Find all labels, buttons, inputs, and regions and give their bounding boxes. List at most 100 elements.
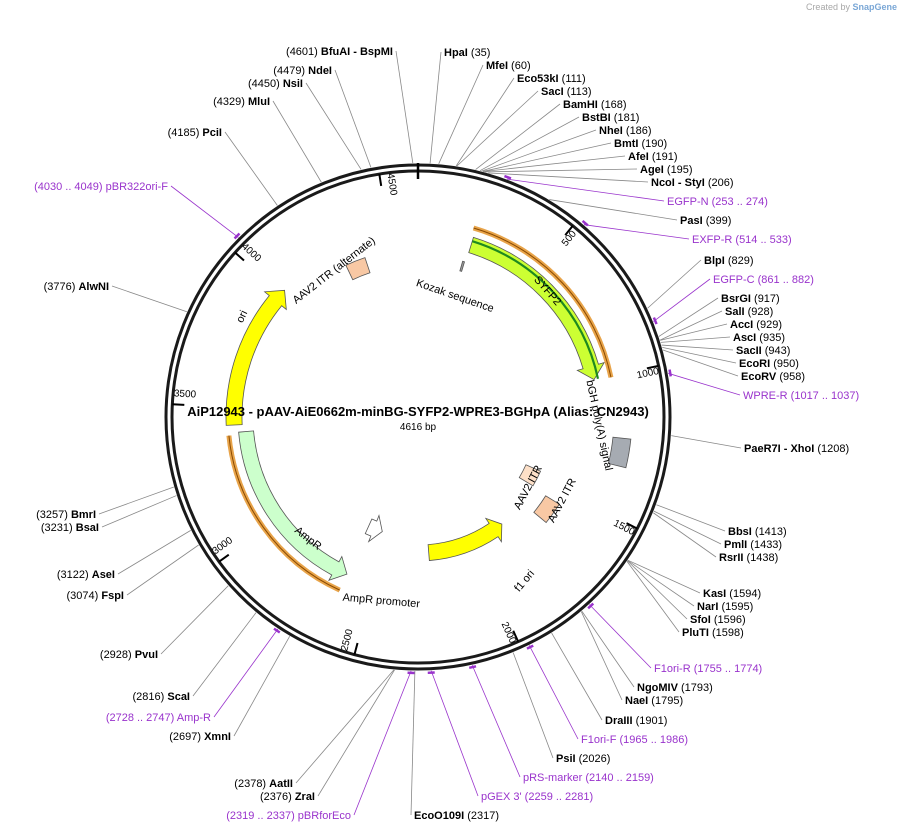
- site-leader-ecori: [662, 346, 737, 364]
- site-leader-blpi: [647, 259, 702, 309]
- site-label-psii: PsiI (2026): [556, 753, 610, 765]
- site-leader-mfei: [438, 64, 484, 165]
- site-leader-sacii: [661, 344, 734, 351]
- feature-syfp2: [468, 236, 606, 381]
- site-label-draiii: DraIII (1901): [605, 715, 667, 727]
- site-leader-bsai: [101, 495, 177, 528]
- site-leader-psii: [512, 652, 554, 759]
- tick-mark: [512, 630, 520, 643]
- site-leader-asei: [117, 530, 191, 575]
- band-orange-left-line: [228, 435, 340, 591]
- site-leader-ecoo109i: [410, 670, 416, 816]
- site-leader-fspi: [126, 544, 199, 596]
- site-leader-kasi: [627, 559, 701, 594]
- primer-mark-amp-r: [273, 627, 281, 634]
- site-leader-ncoi-styi: [488, 172, 649, 183]
- site-leader-sfoi: [627, 560, 688, 620]
- site-leader-ecorv: [662, 349, 739, 377]
- site-label-pbrforeco: (2319 .. 2337) pBRforEco: [226, 810, 351, 822]
- sites-layer: HpaI (35)MfeI (60)Eco53kI (111)SacI (113…: [34, 46, 859, 822]
- site-label-eco53ki: Eco53kI (111): [517, 73, 586, 85]
- site-leader-wpre-r: [668, 372, 741, 396]
- site-label-sfoi: SfoI (1596): [690, 614, 746, 626]
- feature-bgh-poly-a-signal: [607, 436, 632, 469]
- site-leader-ngomiv: [581, 610, 635, 688]
- site-leader-aatii: [295, 669, 395, 784]
- site-leader-egfp-c: [653, 278, 711, 322]
- feature-label: bGH poly(A) signal: [583, 379, 614, 472]
- tick-mark: [626, 522, 638, 530]
- tick-mark: [218, 553, 230, 563]
- site-label-pasi: PasI (399): [680, 215, 731, 227]
- primer-mark-f1ori-r: [587, 602, 595, 610]
- plasmid-title: AiP12943 - pAAV-AiE0662m-minBG-SYFP2-WPR…: [187, 404, 649, 419]
- site-label-asci: AscI (935): [733, 332, 785, 344]
- site-label-saci: SacI (113): [541, 86, 592, 98]
- feature-aav2-itr: [518, 464, 542, 487]
- site-label-wpre-r: WPRE-R (1017 .. 1037): [743, 390, 859, 402]
- site-leader-nari: [627, 560, 695, 607]
- site-label-xmni: (2697) XmnI: [169, 731, 231, 743]
- site-label-bmri: (3257) BmrI: [36, 509, 96, 521]
- site-label-naei: NaeI (1795): [625, 695, 683, 707]
- site-label-rsrii: RsrII (1438): [719, 552, 778, 564]
- site-label-alwni: (3776) AlwNI: [44, 281, 109, 293]
- site-label-nsii: (4450) NsiI: [248, 78, 303, 90]
- site-leader-pvui: [160, 585, 229, 655]
- site-label-ncoi-styi: NcoI - StyI (206): [651, 177, 734, 189]
- primer-mark-egfp-n: [503, 174, 512, 180]
- tick-mark: [564, 225, 574, 236]
- site-label-pluti: PluTI (1598): [682, 627, 744, 639]
- tick-mark: [646, 364, 659, 370]
- site-label-amp-r: (2728 .. 2747) Amp-R: [106, 712, 211, 724]
- tick-label: 3000: [210, 535, 235, 557]
- tick-mark: [353, 642, 359, 655]
- site-label-pgex-3-: pGEX 3' (2259 .. 2281): [481, 791, 593, 803]
- site-leader-bbsi: [656, 504, 726, 532]
- site-leader-saci: [456, 90, 539, 167]
- site-label-acci: AccI (929): [730, 319, 782, 331]
- site-leader-hpai: [429, 51, 442, 164]
- feature-label: Kozak sequence: [415, 277, 496, 315]
- site-leader-eco53ki: [455, 77, 515, 167]
- site-leader-bmti: [482, 142, 612, 172]
- site-label-pcii: (4185) PciI: [168, 127, 222, 139]
- site-label-ecorv: EcoRV (958): [741, 371, 805, 383]
- site-leader-acci: [660, 323, 728, 341]
- site-label-kasi: KasI (1594): [703, 588, 761, 600]
- site-label-sali: SalI (928): [725, 306, 773, 318]
- site-label-nari: NarI (1595): [697, 601, 753, 613]
- site-label-sacii: SacII (943): [736, 345, 790, 357]
- site-label-prs-marker: pRS-marker (2140 .. 2159): [523, 772, 654, 784]
- primer-mark-exfp-r: [581, 219, 589, 227]
- site-leader-ndei: [334, 69, 372, 168]
- site-label-zrai: (2376) ZraI: [260, 791, 315, 803]
- site-leader-mlui: [272, 100, 322, 183]
- site-label-agei: AgeI (195): [640, 164, 693, 176]
- site-leader-exfp-r: [583, 224, 690, 240]
- feature-label: ori: [234, 309, 250, 325]
- feature-label: AmpR promoter: [342, 592, 421, 611]
- site-label-hpai: HpaI (35): [444, 47, 490, 59]
- tick-label: 1000: [636, 366, 660, 381]
- site-label-scai: (2816) ScaI: [133, 691, 191, 703]
- site-leader-zrai: [317, 669, 395, 797]
- site-leader-pgex-3-: [430, 670, 479, 797]
- site-label-ngomiv: NgoMIV (1793): [637, 682, 713, 694]
- tick-label: 4500: [384, 173, 398, 197]
- site-label-pvui: (2928) PvuI: [100, 649, 158, 661]
- site-leader-bstbi: [479, 116, 580, 172]
- site-label-blpi: BlpI (829): [704, 255, 754, 267]
- tick-label: 3500: [174, 388, 197, 400]
- site-label-aatii: (2378) AatII: [234, 778, 293, 790]
- site-label-bmti: BmtI (190): [614, 138, 667, 150]
- site-leader-asci: [660, 336, 731, 343]
- site-leader-scai: [192, 612, 257, 697]
- site-label-bsrgi: BsrGI (917): [721, 293, 780, 305]
- site-leader-pbrforeco: [353, 670, 412, 816]
- feature-label: f1 ori: [512, 568, 537, 594]
- site-leader-pcii: [224, 131, 278, 206]
- credit-prefix: Created by: [805, 2, 850, 12]
- site-label-ecoo109i: EcoO109I (2317): [414, 810, 499, 822]
